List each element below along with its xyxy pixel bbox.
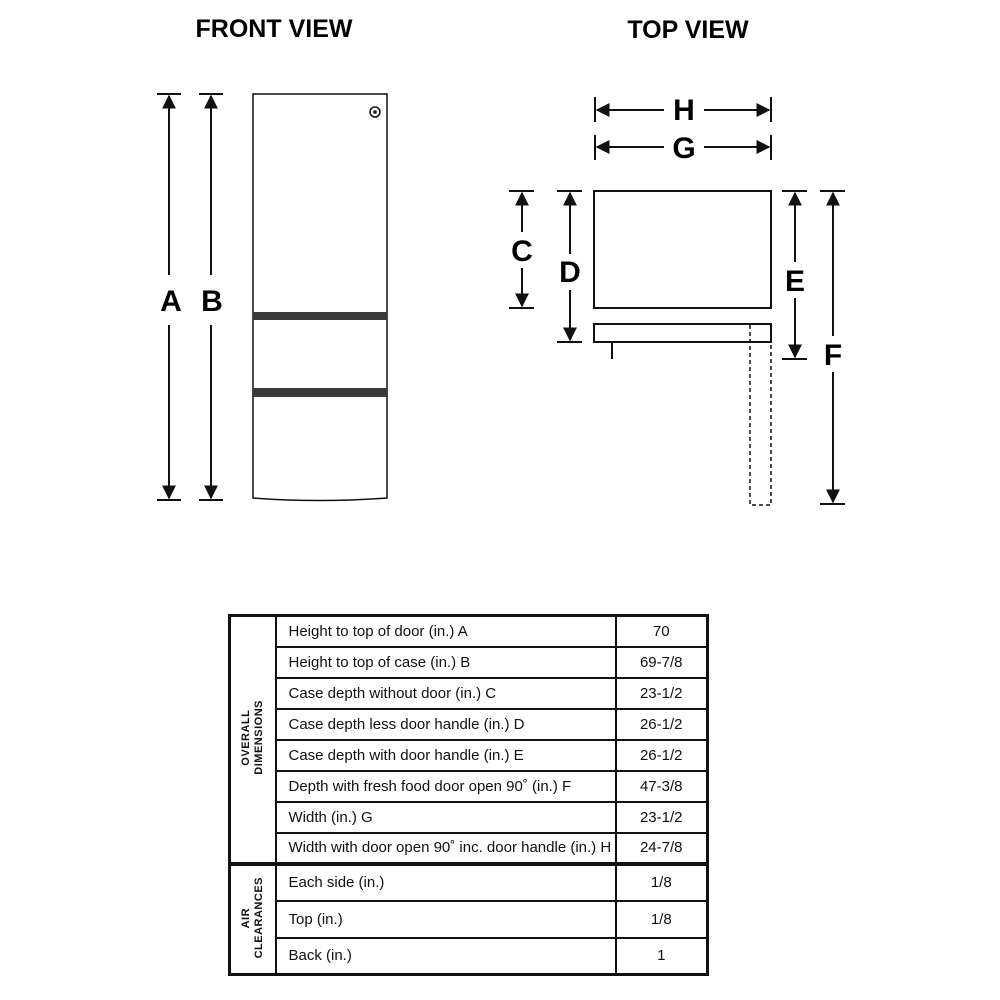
dimension-label-f: F	[824, 339, 842, 372]
door-open-outline	[749, 323, 772, 506]
table-row-value: 1	[614, 936, 709, 976]
table-group-air-clearances: AIR CLEARANCES Each side (in.) 1/8 Top (…	[228, 862, 709, 976]
refrigerator-door-top	[593, 323, 772, 343]
refrigerator-top	[593, 190, 772, 506]
dimension-label-b: B	[201, 285, 223, 318]
top-view-title: TOP VIEW	[627, 16, 749, 44]
dimension-diagram: FRONT VIEW A B TOP VIEW H	[157, 15, 845, 506]
dimension-e	[782, 190, 807, 360]
dimension-label-g: G	[672, 132, 695, 165]
refrigerator-case-top	[593, 190, 772, 309]
dimension-label-c: C	[511, 235, 533, 268]
table-row-value: 70	[614, 614, 709, 648]
dimension-h	[594, 97, 772, 122]
dimension-label-d: D	[559, 256, 581, 289]
table-row: Back (in.) 1	[230, 936, 709, 976]
dimension-label-e: E	[785, 265, 805, 298]
table-row-label: Depth with fresh food door open 90˚ (in.…	[274, 769, 617, 803]
dimension-label-a: A	[160, 285, 182, 318]
table-row: Top (in.) 1/8	[230, 899, 709, 939]
table-row: Width (in.) G 23-1/2	[230, 800, 709, 834]
dimension-g	[594, 135, 772, 160]
table-row: Height to top of case (in.) B 69-7/8	[230, 645, 709, 679]
door-divider-upper	[253, 312, 387, 320]
table-row-value: 23-1/2	[614, 800, 709, 834]
dimension-label-h: H	[673, 94, 695, 127]
dimension-c	[509, 190, 534, 309]
table-row: Case depth without door (in.) C 23-1/2	[230, 676, 709, 710]
table-row-label: Case depth less door handle (in.) D	[274, 707, 617, 741]
group-label: AIR CLEARANCES	[239, 876, 265, 958]
table-row-value: 26-1/2	[614, 707, 709, 741]
table-row-label: Width (in.) G	[274, 800, 617, 834]
door-divider-lower	[253, 388, 387, 397]
dimension-a	[157, 93, 181, 501]
table-row: AIR CLEARANCES Each side (in.) 1/8	[228, 862, 709, 976]
dimension-b	[199, 93, 223, 501]
table-row-label: Height to top of door (in.) A	[274, 614, 617, 648]
group-label-cell: AIR CLEARANCES	[228, 862, 277, 976]
table-row: Depth with fresh food door open 90˚ (in.…	[230, 769, 709, 803]
table-row-value: 47-3/8	[614, 769, 709, 803]
table-row-value: 24-7/8	[614, 831, 709, 865]
front-view-title: FRONT VIEW	[196, 15, 353, 43]
table-row-value: 1/8	[614, 899, 709, 939]
table-row-value: 26-1/2	[614, 738, 709, 772]
dimension-f	[820, 190, 845, 505]
table-row: OVERALL DIMENSIONS Height to top of door…	[228, 614, 709, 865]
dimension-d	[557, 190, 582, 343]
table-row-value: 23-1/2	[614, 676, 709, 710]
table-row: Case depth with door handle (in.) E 26-1…	[230, 738, 709, 772]
table-row-value: 69-7/8	[614, 645, 709, 679]
table-row-value: 1/8	[614, 862, 709, 902]
group-label-cell: OVERALL DIMENSIONS	[228, 614, 277, 865]
table-row: Case depth less door handle (in.) D 26-1…	[230, 707, 709, 741]
table-row-label: Back (in.)	[274, 936, 617, 976]
refrigerator-front	[252, 93, 388, 502]
table-row-label: Case depth without door (in.) C	[274, 676, 617, 710]
table-row-label: Each side (in.)	[274, 862, 617, 902]
group-label: OVERALL DIMENSIONS	[239, 699, 265, 775]
table-row-label: Width with door open 90˚ inc. door handl…	[274, 831, 617, 865]
brand-logo-icon	[369, 106, 381, 118]
table-group-overall-dimensions: OVERALL DIMENSIONS Height to top of door…	[228, 614, 709, 865]
table-row-label: Top (in.)	[274, 899, 617, 939]
table-row-label: Height to top of case (in.) B	[274, 645, 617, 679]
dimensions-table: OVERALL DIMENSIONS Height to top of door…	[228, 614, 709, 976]
table-row: Width with door open 90˚ inc. door handl…	[230, 831, 709, 865]
table-row-label: Case depth with door handle (in.) E	[274, 738, 617, 772]
